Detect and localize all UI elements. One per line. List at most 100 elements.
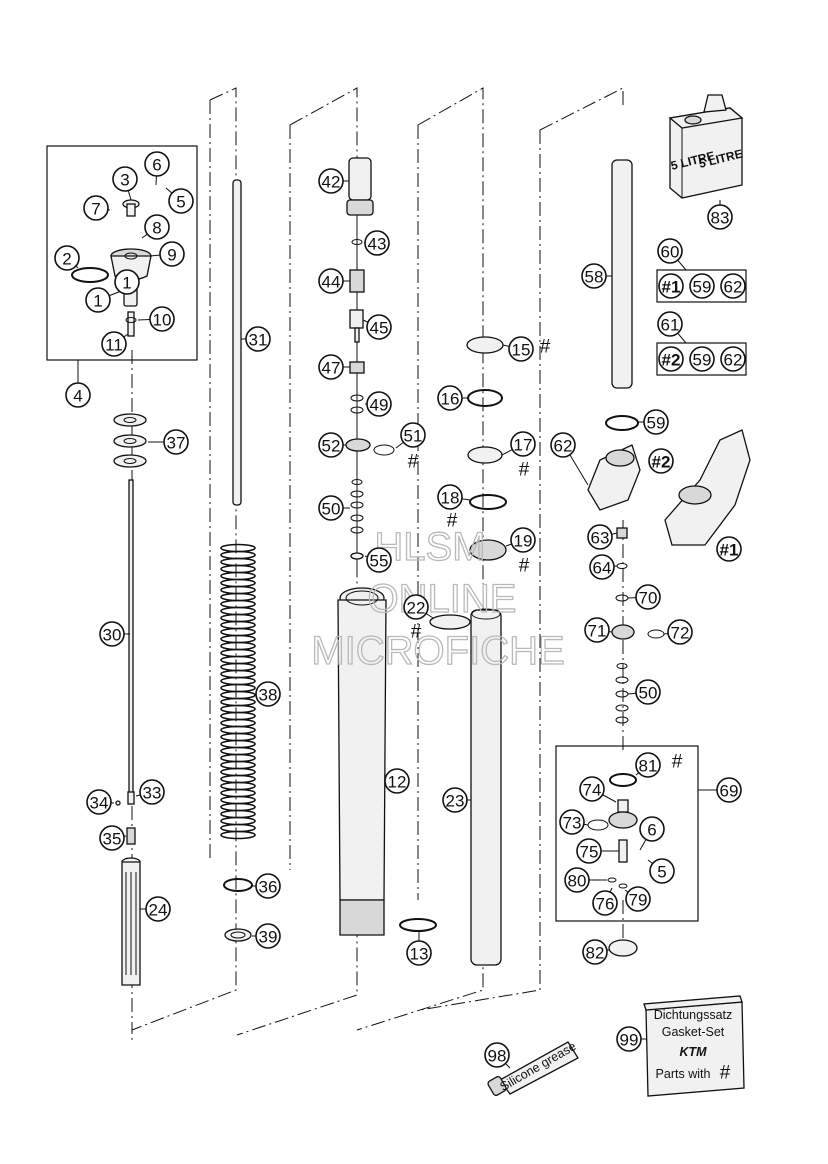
callout-number: 12 xyxy=(388,773,407,792)
callout-circle xyxy=(635,679,661,705)
callout-circle xyxy=(245,326,271,352)
callout-circle xyxy=(707,204,733,230)
callout-30: 30 xyxy=(99,621,130,647)
callout-13: 13 xyxy=(406,931,432,966)
callout-24: 24 xyxy=(140,896,171,922)
callout-circle xyxy=(366,314,392,340)
callout-58: 58 xyxy=(581,263,612,289)
callout-number: 59 xyxy=(693,351,712,370)
callout-number: 98 xyxy=(488,1047,507,1066)
callout-number: 18 xyxy=(441,489,460,508)
callout-number: 55 xyxy=(370,552,389,571)
gasket-set-brand: KTM xyxy=(679,1045,707,1059)
kit-marker-label: #1 xyxy=(720,541,739,560)
callout-circle xyxy=(400,422,426,448)
spring-coil xyxy=(220,802,256,812)
callout-circle xyxy=(101,331,127,357)
hash-marker: # xyxy=(519,460,530,481)
callout-circle xyxy=(576,838,602,864)
spring-coil xyxy=(220,767,256,777)
callout-37: 37 xyxy=(148,429,189,455)
callout-circle xyxy=(255,681,281,707)
callout-number: 22 xyxy=(407,599,426,618)
callout-circle xyxy=(592,890,618,916)
callout-62: 62 xyxy=(720,346,746,372)
callout-number: 73 xyxy=(563,814,582,833)
callout-number: 52 xyxy=(322,437,341,456)
callout-number: 82 xyxy=(586,944,605,963)
spring-coil xyxy=(220,648,256,658)
spring-coil xyxy=(220,655,256,665)
callout-59: 59 xyxy=(638,409,669,435)
callout-number: 36 xyxy=(259,878,278,897)
callout-98: 98 xyxy=(484,1042,511,1069)
callout-number: 34 xyxy=(90,794,109,813)
spring-coil xyxy=(220,564,256,574)
spring-coil xyxy=(220,781,256,791)
callout-number: 71 xyxy=(588,622,607,641)
kit2-box xyxy=(656,342,747,376)
callout-99: 99 xyxy=(616,1026,646,1052)
kit-marker-circle xyxy=(658,273,684,299)
callout-circle xyxy=(139,779,165,805)
callout-number: 13 xyxy=(410,945,429,964)
spring-coil xyxy=(220,830,256,840)
callout-circle xyxy=(510,527,536,553)
callout-circle xyxy=(616,1026,642,1052)
callout-circle xyxy=(85,287,111,313)
spring-coil xyxy=(220,760,256,770)
callout-circle xyxy=(99,621,125,647)
callout-35: 35 xyxy=(99,825,127,851)
callout-8: 8 xyxy=(141,214,170,240)
callout-80: 80 xyxy=(564,867,607,893)
callout-circle xyxy=(83,195,109,221)
callout-number: 24 xyxy=(149,901,168,920)
kit-marker-circle xyxy=(716,536,742,562)
silicone-tube-label: Silicone grease xyxy=(497,1039,578,1094)
callout-11: 11 xyxy=(101,331,129,357)
callout-64: 64 xyxy=(589,554,618,580)
callout-22: 22 xyxy=(403,594,434,620)
callout-circle xyxy=(318,354,344,380)
callout-number: 2 xyxy=(62,250,71,269)
callout-76: 76 xyxy=(592,887,618,916)
callout-31: 31 xyxy=(241,326,271,352)
spring-coil xyxy=(220,606,256,616)
hash-marker: # xyxy=(411,622,422,643)
hash-marker: # xyxy=(672,752,683,773)
callout-circle xyxy=(54,245,80,271)
callout-5: 5 xyxy=(165,187,194,214)
callout-circle xyxy=(163,429,189,455)
callout-number: 83 xyxy=(711,209,730,228)
hash-marker: # xyxy=(408,452,419,473)
callout-circle xyxy=(550,432,576,458)
callout-number: 37 xyxy=(167,434,186,453)
spring-coil xyxy=(220,662,256,672)
callout-circle xyxy=(112,166,138,192)
spring-coil xyxy=(220,571,256,581)
callout-circle xyxy=(437,385,463,411)
callout-60: 60 xyxy=(657,238,687,271)
callout-70: 70 xyxy=(627,584,661,610)
callout-69: 69 xyxy=(698,777,742,803)
spring-coil xyxy=(220,718,256,728)
callout-circle xyxy=(318,168,344,194)
callout-number: 7 xyxy=(91,200,100,219)
watermark-line1: HLSM xyxy=(374,525,485,569)
spring-coil xyxy=(220,739,256,749)
watermark-line3: MICROFICHE xyxy=(311,629,564,673)
callout-59: 59 xyxy=(689,273,715,299)
callout-73: 73 xyxy=(559,809,589,835)
spring-coil xyxy=(220,823,256,833)
callout-50: 50 xyxy=(627,679,661,705)
callout-circle xyxy=(114,269,140,295)
callout-number: 80 xyxy=(568,872,587,891)
callout-12: 12 xyxy=(384,768,410,794)
callout-circle xyxy=(689,273,715,299)
callout-number: 6 xyxy=(152,156,161,175)
callout-45: 45 xyxy=(362,314,392,340)
cap-assembly-box xyxy=(46,145,198,361)
spring-coil xyxy=(220,725,256,735)
callout-circle xyxy=(366,547,392,573)
